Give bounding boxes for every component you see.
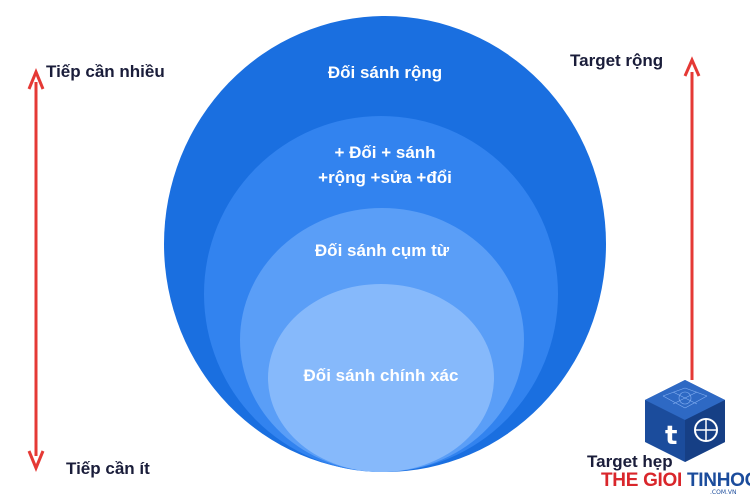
left-double-arrow-icon [27,68,45,472]
left-top-label: Tiếp cần nhiều [46,62,165,81]
logo-letter: t [665,421,677,451]
logo-wordmark-part2: TINHOC [686,470,750,491]
exact-match-circle [268,284,494,472]
modified-broad-match-label: + Đối + sánh +rộng +sửa +đổi [224,141,546,190]
phrase-match-label: Đối sánh cụm từ [314,241,450,260]
right-bottom-label: Target hẹp [587,452,673,471]
left-bottom-label: Tiếp cần ít [66,459,150,478]
broad-match-label: Đối sánh rộng [327,63,443,82]
thegioitinhoc-logo-icon: t [645,380,725,462]
logo-wordmark-part1: THE GIOI [601,470,687,491]
logo-wordmark: THE GIOI TINHOC [601,470,750,492]
logo-domain: .COM.VN [710,489,737,496]
exact-match-label: Đối sánh chính xác [303,366,459,385]
modified-broad-match-line-2: +rộng +sửa +đổi [318,167,452,187]
modified-broad-match-line-1: + Đối + sánh [334,143,436,162]
right-top-label: Target rộng [570,51,664,70]
right-up-arrow-icon [683,56,701,380]
